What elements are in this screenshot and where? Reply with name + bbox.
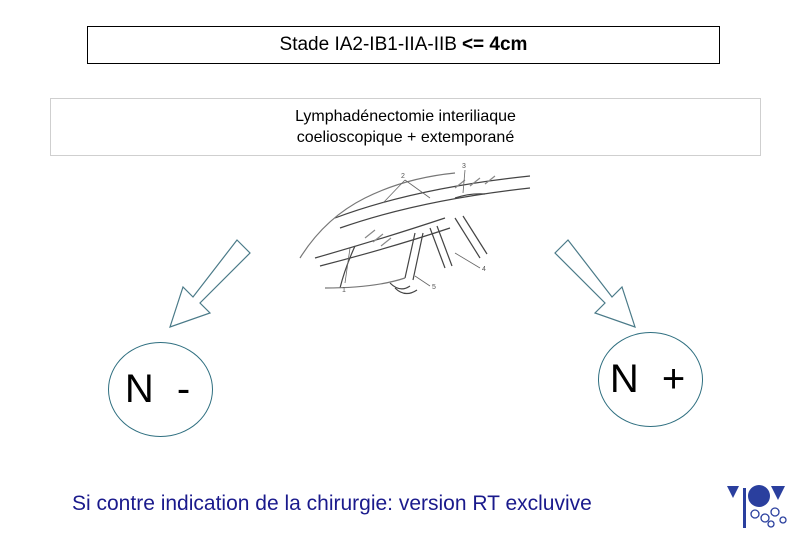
stage-label: Stade IA2-IB1-IIA-IIB: [279, 34, 457, 55]
callout-4: 4: [482, 266, 486, 273]
logo-icon: [727, 485, 787, 528]
radiotherapy-note: Si contre indication de la chirurgie: ve…: [72, 492, 592, 515]
node-positive: N +: [598, 332, 703, 427]
arrow-down-left-icon: [169, 239, 251, 328]
arrow-down-right-icon: [554, 239, 636, 328]
node-negative-label: N -: [124, 367, 197, 411]
callout-5: 5: [432, 284, 436, 291]
stage-criterion: <= 4cm: [461, 34, 528, 55]
callout-2: 2: [401, 173, 405, 180]
callout-1: 1: [342, 287, 346, 294]
procedure-box: Lymphadénectomie interiliaque coelioscop…: [50, 98, 761, 156]
surgery-illustration: 1 2 3 4 5: [299, 163, 531, 295]
node-positive-label: N +: [609, 357, 692, 401]
procedure-line-1: Lymphadénectomie interiliaque: [295, 108, 516, 125]
callout-3: 3: [462, 163, 466, 170]
node-negative: N -: [108, 342, 213, 437]
stage-box: Stade IA2-IB1-IIA-IIB <= 4cm: [87, 26, 720, 64]
procedure-line-2: coelioscopique + extemporané: [296, 129, 515, 146]
